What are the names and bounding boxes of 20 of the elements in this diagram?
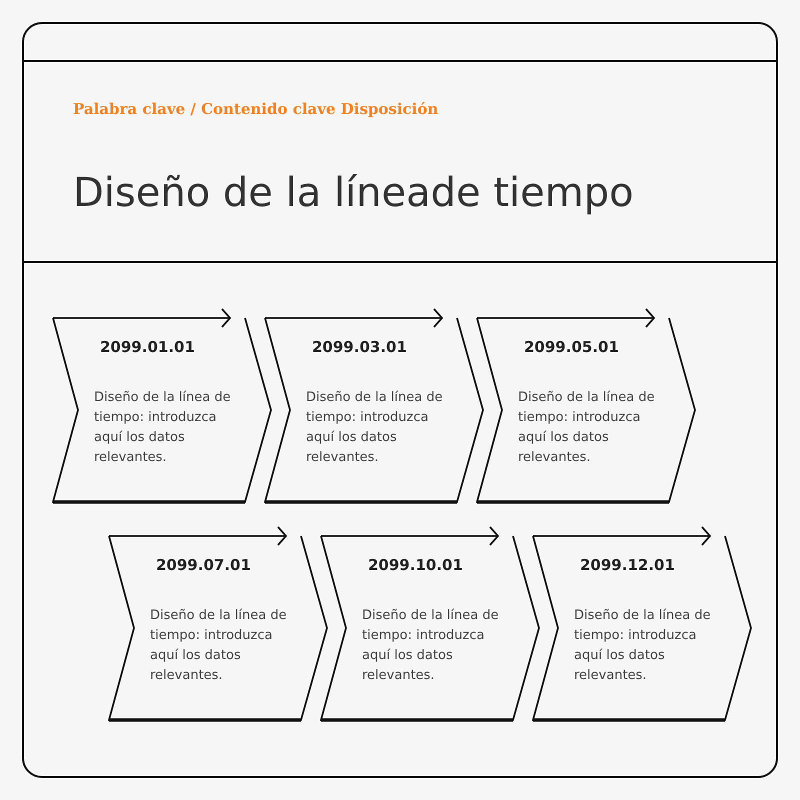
chevron-box [476,316,698,504]
date-label: 2099.05.01 [524,338,619,356]
description-text: Diseño de la línea de tiempo: introduzca aquí los datos relevantes. [574,607,712,685]
chevron-box [52,316,274,504]
date-label: 2099.07.01 [156,556,251,574]
description-text: Diseño de la línea de tiempo: introduzca aquí los datos relevantes. [518,389,656,467]
title: Diseño de la líneade tiempo [73,170,634,216]
date-label: 2099.01.01 [100,338,195,356]
chevron-box [264,316,486,504]
date-label: 2099.03.01 [312,338,407,356]
description-text: Diseño de la línea de tiempo: introduzca aquí los datos relevantes. [150,607,288,685]
description-text: Diseño de la línea de tiempo: introduzca aquí los datos relevantes. [362,607,500,685]
chevron-box [532,534,754,722]
keyword-label: Palabra clave / Contenido clave Disposición [73,100,438,118]
date-label: 2099.12.01 [580,556,675,574]
description-text: Diseño de la línea de tiempo: introduzca aquí los datos relevantes. [306,389,444,467]
chevron-box [320,534,542,722]
description-text: Diseño de la línea de tiempo: introduzca aquí los datos relevantes. [94,389,232,467]
chevron-box [108,534,330,722]
date-label: 2099.10.01 [368,556,463,574]
